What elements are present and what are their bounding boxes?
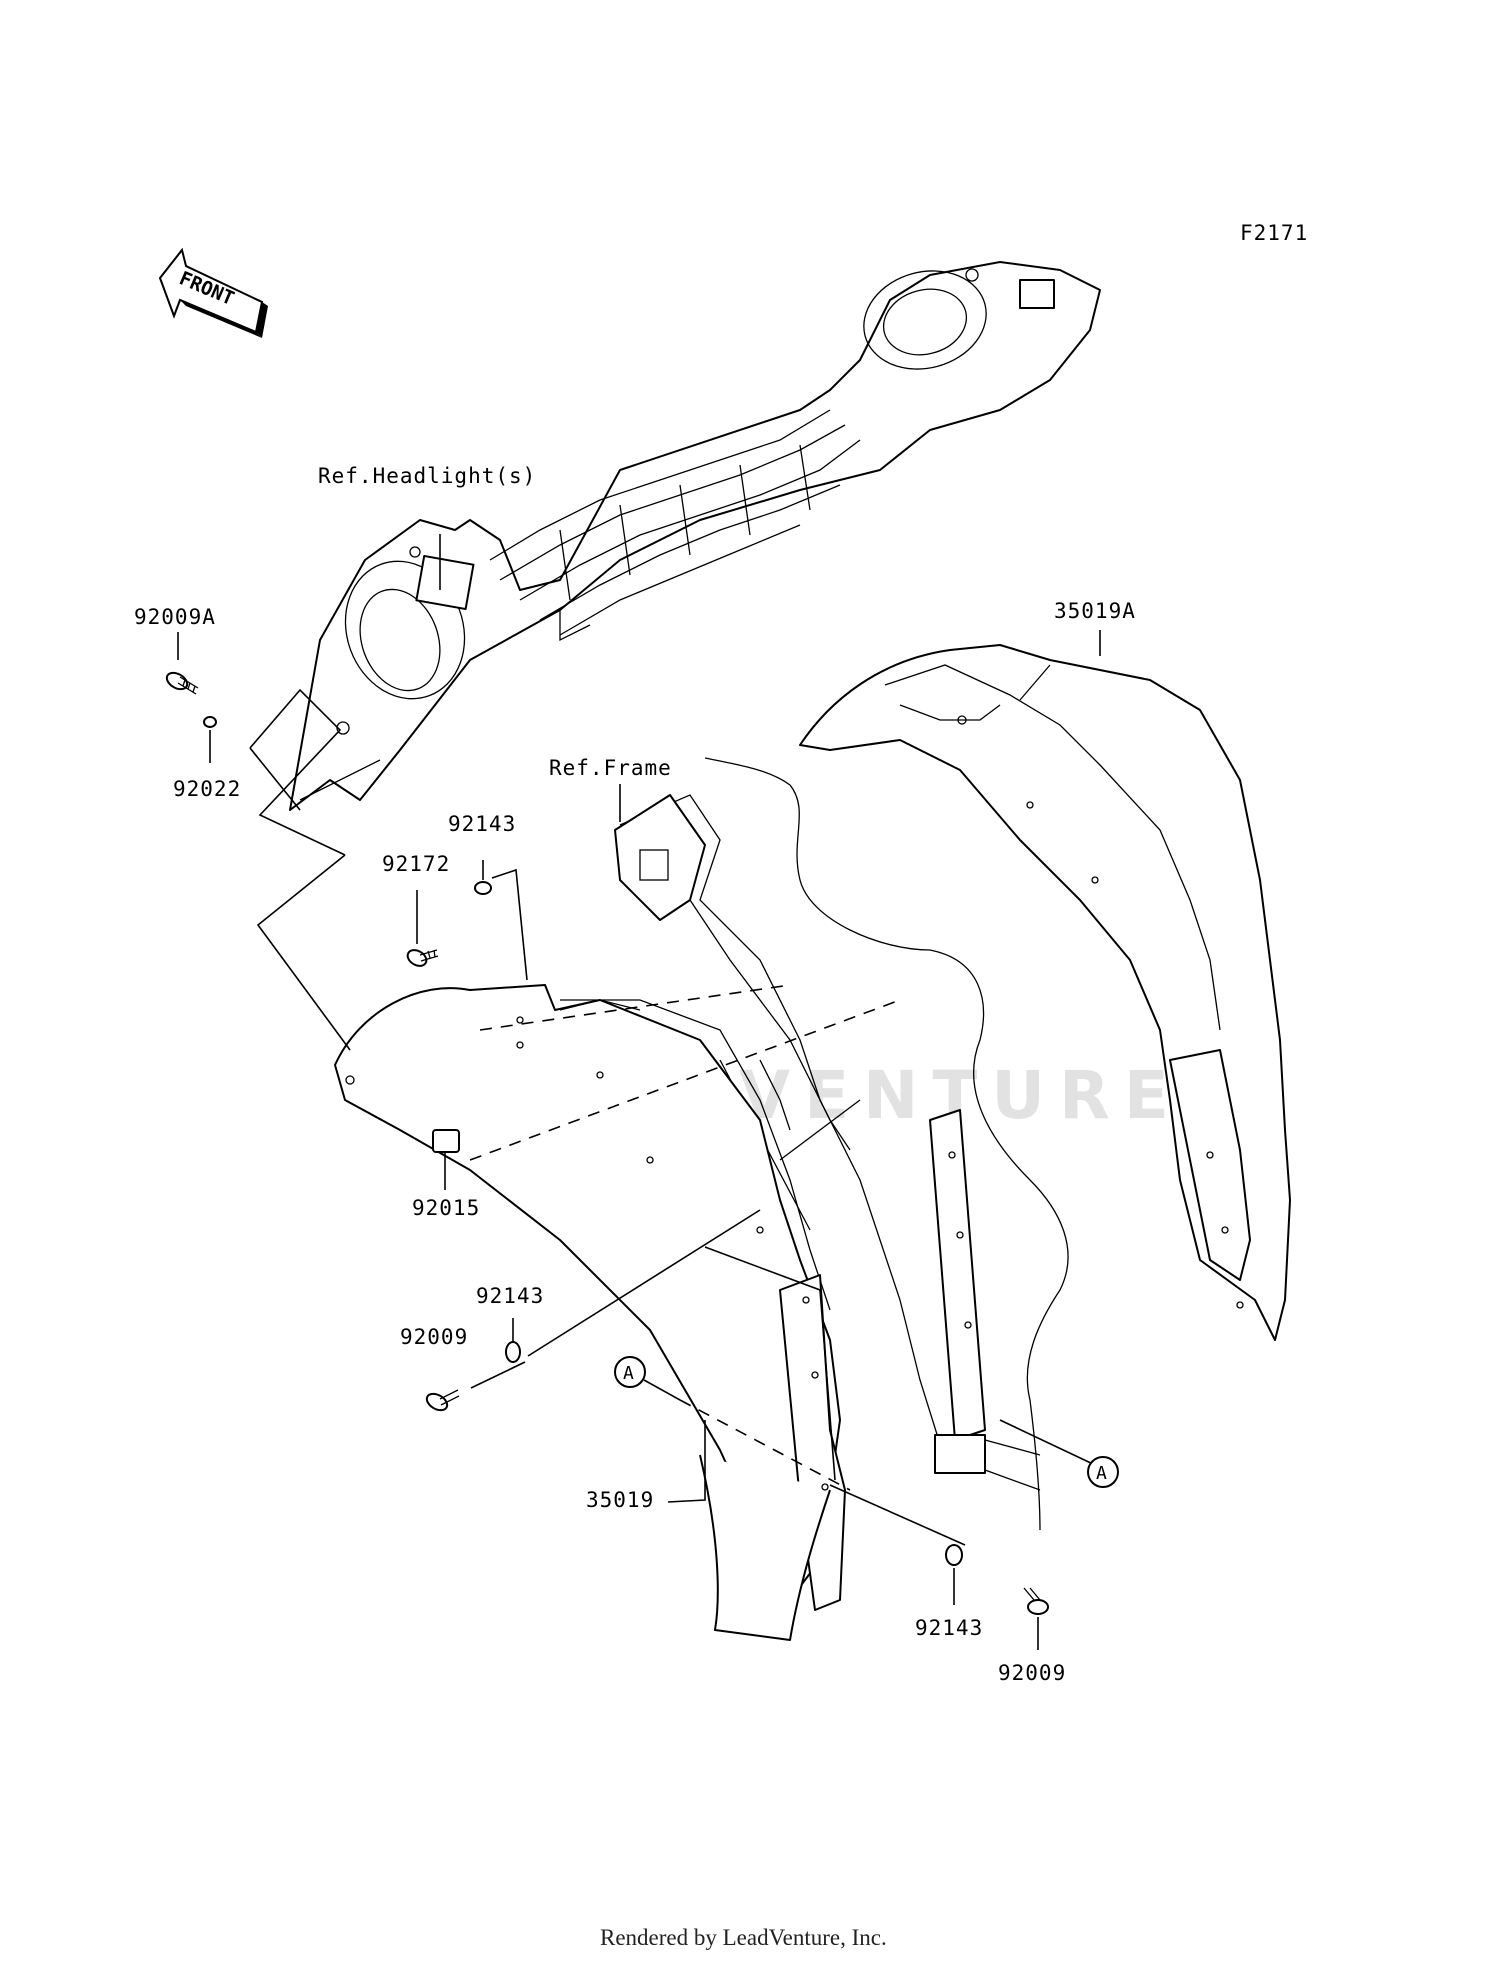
washer-92022-icon — [203, 716, 217, 728]
bolt-92009-left-icon — [425, 1389, 460, 1412]
callout-92143-top: 92143 — [448, 812, 516, 836]
marker-a-left-icon — [614, 1356, 646, 1388]
callout-92015: 92015 — [412, 1196, 480, 1220]
washer-92143-bottom-icon — [945, 1544, 963, 1566]
leader-lines — [177, 534, 1101, 1650]
right-fender — [799, 644, 1291, 1341]
bolt-92009a-icon — [165, 671, 199, 695]
callout-35019: 35019 — [586, 1488, 654, 1512]
callout-35019a: 35019A — [1054, 599, 1136, 623]
callout-ref-frame: Ref.Frame — [549, 756, 672, 780]
callout-92143-bottom: 92143 — [915, 1616, 983, 1640]
clip-92015-icon — [432, 1129, 460, 1153]
footer-credit: Rendered by LeadVenture, Inc. — [600, 1925, 887, 1950]
screw-92172-icon — [406, 949, 439, 967]
washer-92143-top-icon — [474, 881, 492, 895]
washer-92143-mid-icon — [505, 1341, 521, 1363]
diagram-id: F2171 — [1240, 221, 1308, 245]
callout-92172: 92172 — [382, 852, 450, 876]
marker-a-right-label: A — [1096, 1463, 1108, 1484]
bolt-92009-bottom-icon — [1023, 1587, 1049, 1615]
callout-92022: 92022 — [173, 777, 241, 801]
callout-92009a: 92009A — [134, 605, 216, 629]
callout-92009-bottom: 92009 — [998, 1661, 1066, 1685]
callout-92143-mid: 92143 — [476, 1284, 544, 1308]
callout-ref-headlight: Ref.Headlight(s) — [318, 464, 536, 488]
marker-a-left-label: A — [623, 1363, 635, 1384]
front-arrow-icon: FRONT — [158, 247, 268, 338]
left-fender — [334, 984, 846, 1641]
callout-92009-left: 92009 — [400, 1325, 468, 1349]
frame-reference — [614, 757, 1069, 1531]
marker-a-right-icon — [1087, 1456, 1119, 1488]
